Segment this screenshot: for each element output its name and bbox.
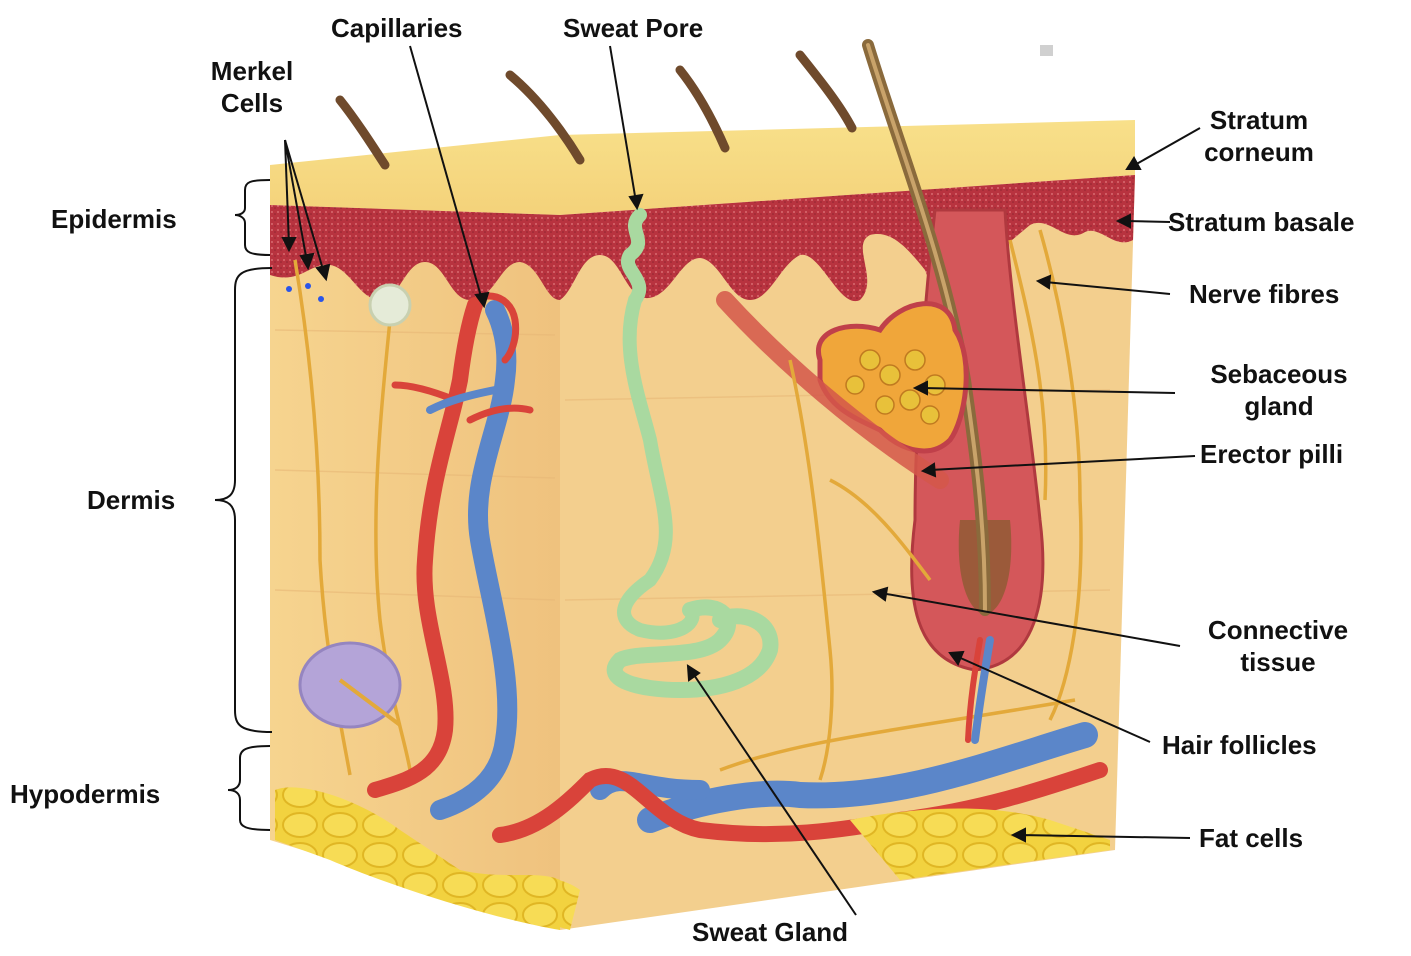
label-hypodermis: Hypodermis xyxy=(10,778,160,810)
corner-marker xyxy=(1040,45,1053,56)
label-sebaceous-gland: Sebaceous gland xyxy=(1190,358,1368,422)
label-sebaceous-gland-line2: gland xyxy=(1190,390,1368,422)
label-sweat-pore: Sweat Pore xyxy=(563,12,703,44)
label-hair-follicles: Hair follicles xyxy=(1162,729,1317,761)
label-merkel-cells-line2: Cells xyxy=(198,87,306,119)
label-fat-cells: Fat cells xyxy=(1199,822,1303,854)
touch-receptor xyxy=(370,285,410,325)
label-merkel-cells: Merkel Cells xyxy=(198,55,306,119)
label-stratum-corneum: Stratum corneum xyxy=(1198,104,1320,168)
label-epidermis: Epidermis xyxy=(51,203,177,235)
label-connective-tissue-line1: Connective xyxy=(1186,614,1370,646)
label-connective-tissue: Connective tissue xyxy=(1186,614,1370,678)
label-dermis: Dermis xyxy=(87,484,175,516)
label-nerve-fibres: Nerve fibres xyxy=(1189,278,1339,310)
label-sweat-gland: Sweat Gland xyxy=(692,916,848,948)
label-erector-pilli: Erector pilli xyxy=(1200,438,1343,470)
label-stratum-basale: Stratum basale xyxy=(1168,206,1354,238)
layer-braces xyxy=(215,180,272,830)
label-sebaceous-gland-line1: Sebaceous xyxy=(1190,358,1368,390)
label-connective-tissue-line2: tissue xyxy=(1186,646,1370,678)
label-merkel-cells-line1: Merkel xyxy=(198,55,306,87)
label-stratum-corneum-line2: corneum xyxy=(1198,136,1320,168)
label-capillaries: Capillaries xyxy=(331,12,463,44)
label-stratum-corneum-line1: Stratum xyxy=(1198,104,1320,136)
